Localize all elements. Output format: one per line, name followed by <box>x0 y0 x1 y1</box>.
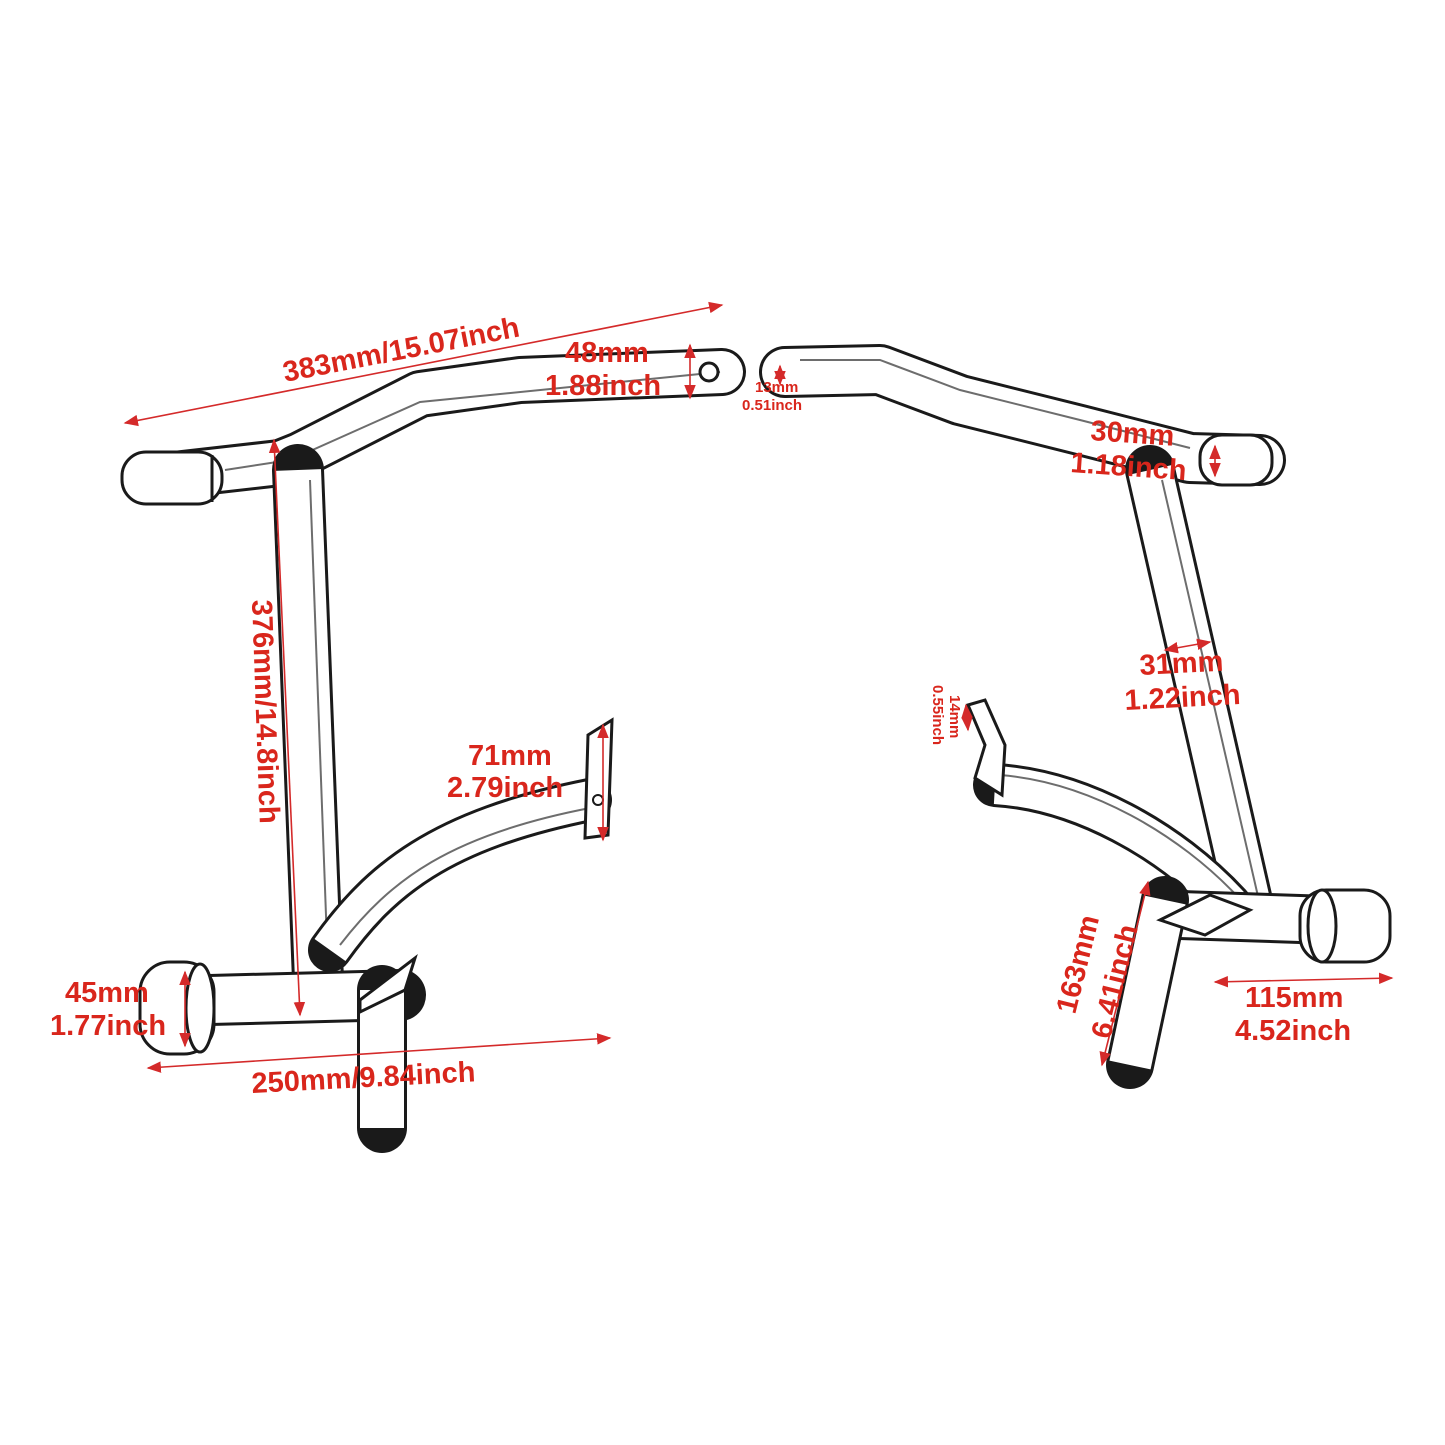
right-top-tube-in-label: 1.18inch <box>1070 447 1188 487</box>
left-tab-height-mm-label: 48mm <box>565 337 649 369</box>
right-bracket-in-label: 0.55inch <box>929 685 946 745</box>
right-hole-in-label: 0.51inch <box>742 397 802 414</box>
mount-hole-icon <box>698 361 720 383</box>
left-foot-tab-in-label: 2.79inch <box>447 772 563 804</box>
right-vertical-in-label: 1.22inch <box>1124 679 1242 717</box>
right-hole-mm-label: 13mm <box>755 379 798 396</box>
right-cap-in-label: 4.52inch <box>1235 1015 1351 1047</box>
right-top-tube-mm-label: 30mm <box>1090 415 1176 453</box>
left-cap-mm-label: 45mm <box>65 977 149 1009</box>
dimension-lines <box>123 301 1394 1073</box>
left-cap-in-label: 1.77inch <box>50 1010 166 1042</box>
left-foot-tab-mm-label: 71mm <box>468 740 552 772</box>
right-cap-mm-label: 115mm <box>1245 982 1343 1014</box>
right-bracket-mm-label: 14mm <box>946 695 963 738</box>
left-vertical-label: 376mm/14.8inch <box>245 599 285 824</box>
left-tab-height-in-label: 1.88inch <box>545 370 661 402</box>
right-crash-bar <box>759 344 1392 1089</box>
left-bottom-length-label: 250mm/9.84inch <box>251 1056 476 1100</box>
left-crash-bar <box>120 348 746 1153</box>
right-vertical-mm-label: 31mm <box>1139 646 1224 682</box>
